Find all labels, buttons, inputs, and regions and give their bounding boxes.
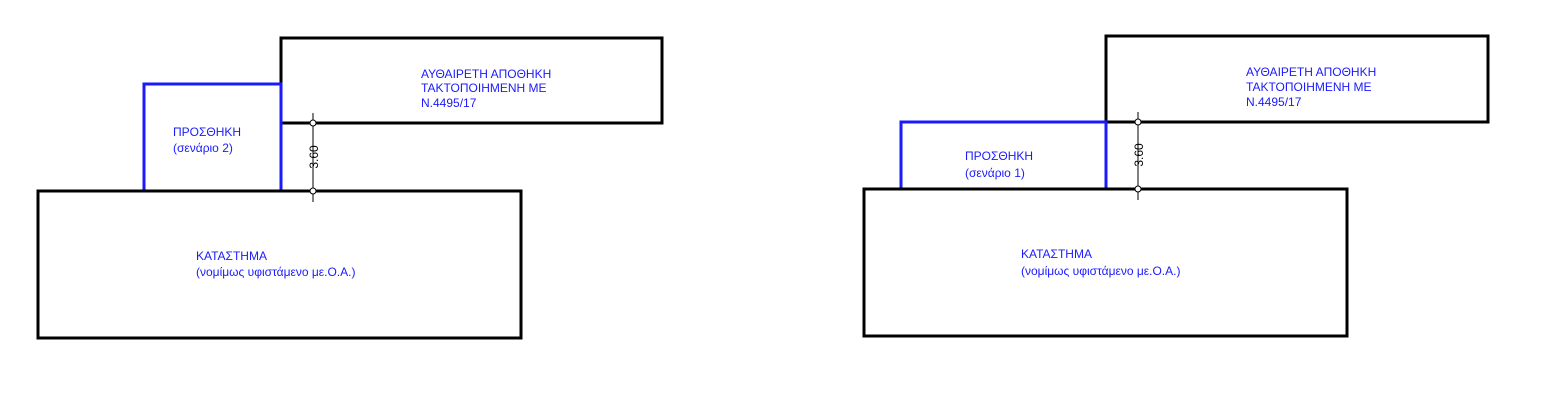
warehouse-label-line-3: Ν.4495/17: [421, 96, 477, 110]
store-label-line-2: (νομίμως υφιστάμενο με.Ο.Α.): [1021, 264, 1180, 278]
addition-label-line-1: ΠΡΟΣΘΗΚΗ: [173, 125, 241, 139]
dimension-marker: 3.60: [1132, 112, 1146, 200]
dimension-value: 3.60: [307, 145, 321, 169]
warehouse-label-line-2: ΤΑΚΤΟΠΟΙΗΜΕΝΗ ΜΕ: [1246, 80, 1372, 94]
dimension-tick-top: [309, 119, 317, 127]
store-box: [862, 187, 1349, 338]
dimension-value: 3.60: [1132, 143, 1146, 167]
warehouse-label-line-2: ΤΑΚΤΟΠΟΙΗΜΕΝΗ ΜΕ: [421, 81, 547, 95]
store-label-line-2: (νομίμως υφιστάμενο με.Ο.Α.): [196, 265, 355, 279]
plan-scenario-2: ΑΥΘΑΙΡΕΤΗ ΑΠΟΘΗΚΗ ΤΑΚΤΟΠΟΙΗΜΕΝΗ ΜΕ Ν.449…: [36, 36, 664, 340]
plan-scenario-1: ΑΥΘΑΙΡΕΤΗ ΑΠΟΘΗΚΗ ΤΑΚΤΟΠΟΙΗΜΕΝΗ ΜΕ Ν.449…: [862, 34, 1490, 338]
dimension-tick-bottom: [1134, 185, 1142, 193]
dimension-marker: 3.60: [307, 113, 321, 202]
addition-label-line-2: (σενάριο 2): [173, 141, 233, 155]
warehouse-label-line-1: ΑΥΘΑΙΡΕΤΗ ΑΠΟΘΗΚΗ: [1246, 65, 1376, 79]
store-box: [36, 189, 523, 340]
warehouse-label-line-1: ΑΥΘΑΙΡΕΤΗ ΑΠΟΘΗΚΗ: [421, 67, 551, 81]
warehouse-label-line-3: Ν.4495/17: [1246, 95, 1302, 109]
store-label-line-1: ΚΑΤΑΣΤΗΜΑ: [1021, 247, 1092, 261]
warehouse-box: [1104, 34, 1490, 124]
dimension-tick-top: [1134, 118, 1142, 126]
addition-label-line-2: (σενάριο 1): [965, 166, 1025, 180]
warehouse-box: [279, 36, 664, 125]
store-label-line-1: ΚΑΤΑΣΤΗΜΑ: [196, 249, 267, 263]
dimension-tick-bottom: [309, 187, 317, 195]
addition-label-line-1: ΠΡΟΣΘΗΚΗ: [965, 149, 1033, 163]
